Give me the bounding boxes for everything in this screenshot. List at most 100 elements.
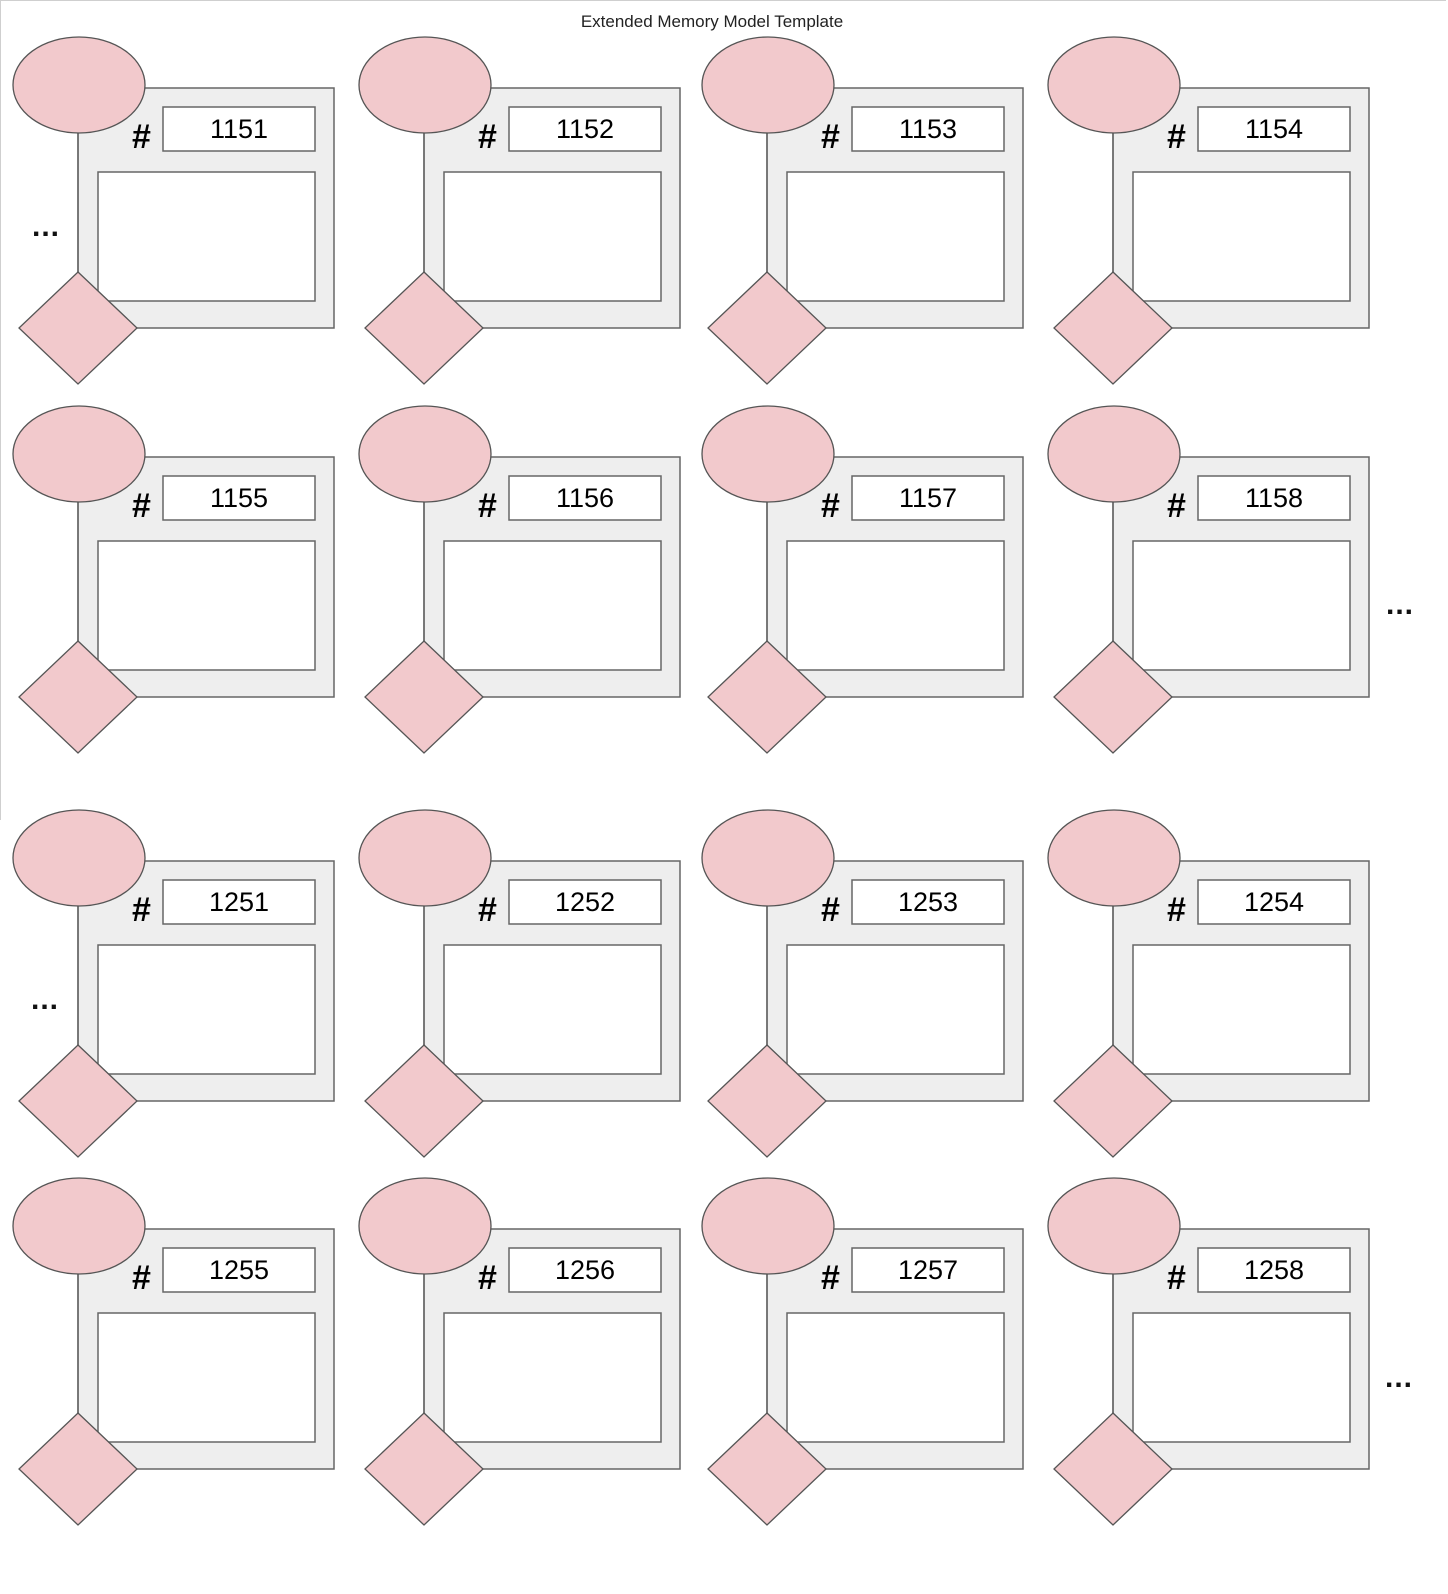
address-box: [1197, 1247, 1351, 1293]
memory-cell: #1254: [1047, 809, 1387, 1169]
type-diamond: [364, 271, 484, 385]
address-label: 1158: [1244, 483, 1304, 513]
memory-cell: #1255: [12, 1177, 352, 1537]
value-box: [1132, 540, 1351, 671]
hash-symbol: #: [821, 487, 840, 525]
address-label: 1251: [208, 887, 270, 917]
memory-cell-shapes: [701, 1177, 1024, 1526]
address-box: [1197, 879, 1351, 925]
hash-symbol: #: [1167, 487, 1186, 525]
address-box: [1197, 106, 1351, 152]
address-box: [162, 106, 316, 152]
value-box: [786, 171, 1005, 302]
memory-cell-shapes: [358, 809, 681, 1158]
type-diamond: [1053, 1044, 1173, 1158]
memory-cell: #1151: [12, 36, 352, 396]
hash-symbol: #: [132, 1259, 151, 1297]
memory-cell-shapes: [358, 36, 681, 385]
memory-cell-shapes: [1047, 36, 1370, 385]
address-label: 1152: [555, 114, 615, 144]
address-box: [162, 1247, 316, 1293]
address-box: [851, 1247, 1005, 1293]
memory-cell: #1157: [701, 405, 1041, 765]
address-label: 1254: [1243, 887, 1305, 917]
name-ellipse: [358, 36, 492, 134]
hash-symbol: #: [478, 487, 497, 525]
address-label: 1154: [1244, 114, 1304, 144]
type-diamond: [18, 1412, 138, 1526]
value-box: [786, 1312, 1005, 1443]
address-box: [162, 879, 316, 925]
memory-cell: #1155: [12, 405, 352, 765]
value-box: [786, 540, 1005, 671]
address-label: 1153: [898, 114, 958, 144]
name-ellipse: [701, 36, 835, 134]
type-diamond: [18, 1044, 138, 1158]
memory-cell: #1252: [358, 809, 698, 1169]
type-diamond: [1053, 1412, 1173, 1526]
name-ellipse: [701, 1177, 835, 1275]
address-box: [851, 879, 1005, 925]
name-ellipse: [12, 1177, 146, 1275]
type-diamond: [707, 1412, 827, 1526]
address-label: 1157: [898, 483, 958, 513]
value-box: [97, 171, 316, 302]
memory-cell: #1258: [1047, 1177, 1387, 1537]
type-diamond: [364, 1044, 484, 1158]
value-box: [443, 944, 662, 1075]
memory-cell-shapes: [12, 36, 335, 385]
type-diamond: [1053, 640, 1173, 754]
hash-symbol: #: [821, 1259, 840, 1297]
address-label: 1156: [555, 483, 615, 513]
hash-symbol: #: [132, 891, 151, 929]
hash-symbol: #: [1167, 118, 1186, 156]
memory-cell: #1154: [1047, 36, 1387, 396]
type-diamond: [707, 271, 827, 385]
address-box: [508, 1247, 662, 1293]
name-ellipse: [1047, 1177, 1181, 1275]
address-label: 1258: [1243, 1255, 1305, 1285]
leading-ellipsis-section-1: ...: [32, 210, 61, 243]
type-diamond: [18, 271, 138, 385]
memory-cell-shapes: [701, 405, 1024, 754]
value-box: [443, 1312, 662, 1443]
memory-cell: #1256: [358, 1177, 698, 1537]
hash-symbol: #: [478, 118, 497, 156]
memory-cell: #1152: [358, 36, 698, 396]
memory-cell-shapes: [1047, 405, 1370, 754]
value-box: [1132, 1312, 1351, 1443]
memory-cell: #1153: [701, 36, 1041, 396]
hash-symbol: #: [132, 487, 151, 525]
memory-cell: #1257: [701, 1177, 1041, 1537]
value-box: [1132, 944, 1351, 1075]
hash-symbol: #: [1167, 1259, 1186, 1297]
address-label: 1155: [209, 483, 269, 513]
value-box: [97, 944, 316, 1075]
hash-symbol: #: [132, 118, 151, 156]
address-box: [508, 475, 662, 521]
address-label: 1151: [209, 114, 269, 144]
address-box: [162, 475, 316, 521]
address-label: 1253: [897, 887, 959, 917]
value-box: [97, 540, 316, 671]
memory-cell-shapes: [1047, 809, 1370, 1158]
memory-cell-shapes: [701, 36, 1024, 385]
address-label: 1255: [208, 1255, 270, 1285]
name-ellipse: [12, 36, 146, 134]
name-ellipse: [701, 405, 835, 503]
address-box: [851, 475, 1005, 521]
memory-cell: #1253: [701, 809, 1041, 1169]
type-diamond: [364, 640, 484, 754]
value-box: [443, 171, 662, 302]
hash-symbol: #: [821, 891, 840, 929]
hash-symbol: #: [478, 891, 497, 929]
memory-cell: #1251: [12, 809, 352, 1169]
name-ellipse: [12, 809, 146, 907]
address-box: [1197, 475, 1351, 521]
address-label: 1252: [554, 887, 616, 917]
hash-symbol: #: [1167, 891, 1186, 929]
value-box: [443, 540, 662, 671]
name-ellipse: [358, 405, 492, 503]
type-diamond: [707, 640, 827, 754]
